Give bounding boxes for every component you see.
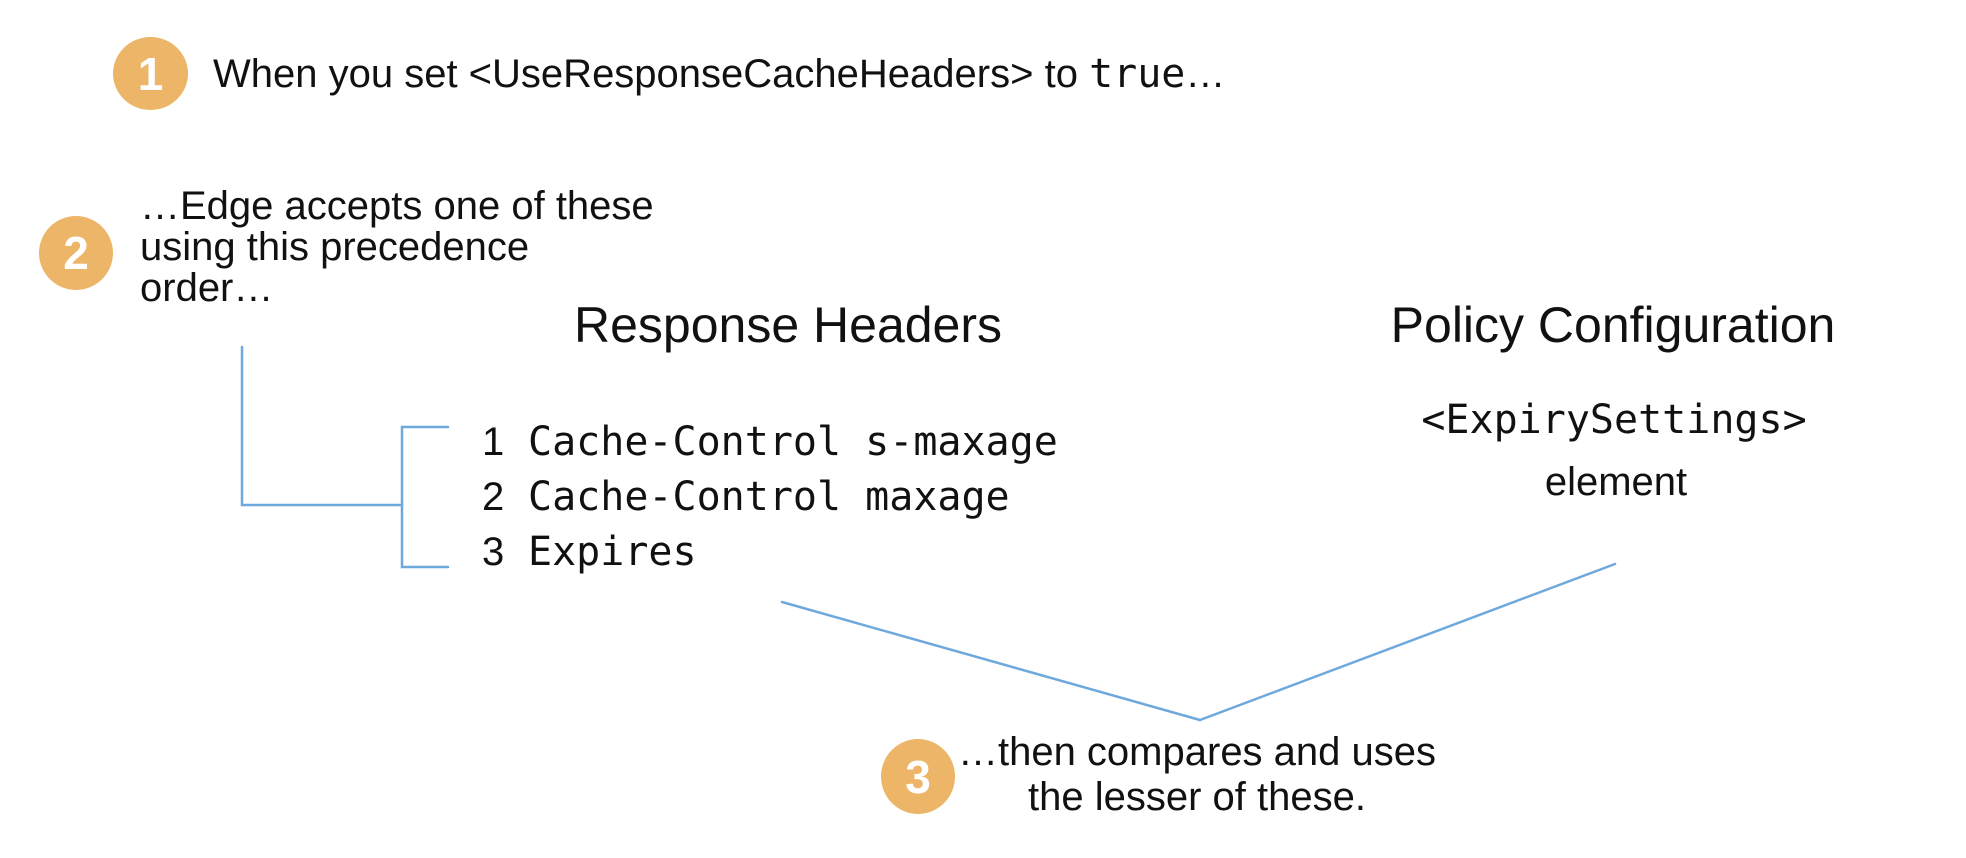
list-item: 1 Cache-Control s-maxage [482, 415, 1058, 470]
step-3-number: 3 [905, 750, 931, 803]
list-item: 2 Cache-Control maxage [482, 470, 1058, 525]
step-2-number: 2 [63, 227, 89, 279]
list-item-rank: 2 [482, 475, 505, 519]
response-headers-title: Response Headers [573, 297, 1003, 353]
step-1-code-true: true [1089, 51, 1186, 97]
step-2-text: …Edge accepts one of these using this pr… [140, 184, 654, 310]
list-item-rank: 1 [482, 420, 505, 464]
list-item: 3 Expires [482, 525, 1058, 580]
policy-configuration-title: Policy Configuration [1390, 297, 1836, 353]
expiry-settings-code: <ExpirySettings> [1421, 397, 1807, 443]
list-item-value: Cache-Control maxage [528, 474, 1010, 520]
precedence-connector-line [240, 345, 404, 507]
step-3-text: …then compares and uses the lesser of th… [957, 730, 1437, 819]
step-1-badge: 1 [113, 37, 188, 110]
compare-line-right [1198, 562, 1617, 722]
list-item-rank: 3 [482, 530, 505, 574]
list-bracket [400, 425, 450, 569]
step-2-badge: 2 [39, 216, 113, 290]
precedence-list: 1 Cache-Control s-maxage 2 Cache-Control m… [482, 415, 1058, 580]
step-1-number: 1 [137, 47, 164, 100]
expiry-settings-label: element [1544, 460, 1688, 504]
list-item-value: Expires [528, 529, 697, 575]
step-1-text: When you set <UseResponseCacheHeaders> t… [213, 50, 1225, 98]
list-item-value: Cache-Control s-maxage [528, 419, 1058, 465]
compare-line-left [780, 600, 1202, 722]
step-3-badge: 3 [881, 739, 955, 814]
step-1-text-prefix: When you set <UseResponseCacheHeaders> t… [213, 52, 1090, 96]
step-1-text-suffix: … [1185, 52, 1226, 96]
